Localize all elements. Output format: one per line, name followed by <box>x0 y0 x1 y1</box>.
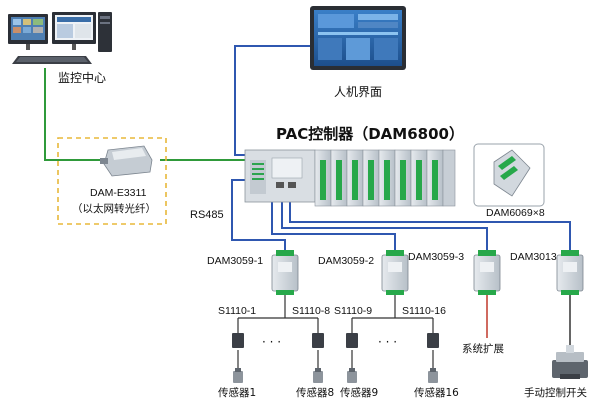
sensor-9-label: 传感器9 <box>340 386 378 399</box>
sensor-16-device <box>428 368 438 383</box>
module-3-label: DAM3059-3 <box>408 251 464 263</box>
expansion-module-box <box>473 143 545 207</box>
expansion-module-device <box>493 149 531 197</box>
converter-model-label: DAM-E3311 <box>90 187 147 199</box>
monitor-center-label: 监控中心 <box>58 70 106 85</box>
pac-io-modules <box>314 149 456 207</box>
rs485-bus <box>231 179 571 255</box>
hmi-panel <box>310 6 406 70</box>
expansion-module-label: DAM6069×8 <box>486 207 545 219</box>
sensor-1-device <box>233 368 243 383</box>
sensor-model-1-label: S1110-1 <box>218 305 256 317</box>
module-dam3059-2 <box>381 250 409 295</box>
monitor-center-computer <box>8 12 112 64</box>
module-dam3013 <box>556 250 584 295</box>
module-1-label: DAM3059-1 <box>207 255 263 267</box>
ellipsis-1: · · · <box>262 335 281 349</box>
sensor-model-8-label: S1110-8 <box>292 305 330 317</box>
converter-desc-label: （以太网转光纤） <box>72 202 156 215</box>
module-dam3059-3 <box>473 250 501 295</box>
module-dam3059-1 <box>271 250 299 295</box>
sensor-9-device <box>347 368 357 383</box>
sensor-wires <box>237 292 434 372</box>
hmi-label: 人机界面 <box>334 85 382 99</box>
sensor-1-label: 传感器1 <box>218 386 256 399</box>
pac-title: PAC控制器（DAM6800） <box>276 125 464 143</box>
sensor-model-9-label: S1110-9 <box>334 305 372 317</box>
sensor-heads <box>232 333 439 348</box>
module-2-label: DAM3059-2 <box>318 255 374 267</box>
module-4-label: DAM3013 <box>510 251 557 263</box>
pac-controller <box>244 149 456 207</box>
converter-dashed-box <box>57 137 167 225</box>
converter-device <box>100 145 153 177</box>
system-expansion-label: 系统扩展 <box>462 342 504 355</box>
ethernet-line <box>44 68 110 161</box>
sensor-16-label: 传感器16 <box>414 386 459 399</box>
ellipsis-2: · · · <box>378 335 397 349</box>
sensor-8-device <box>313 368 323 383</box>
sensor-8-label: 传感器8 <box>296 386 334 399</box>
rs485-label: RS485 <box>190 209 224 221</box>
manual-switch-device <box>552 345 588 379</box>
manual-switch-label: 手动控制开关 <box>524 386 587 399</box>
sensor-model-16-label: S1110-16 <box>402 305 446 317</box>
